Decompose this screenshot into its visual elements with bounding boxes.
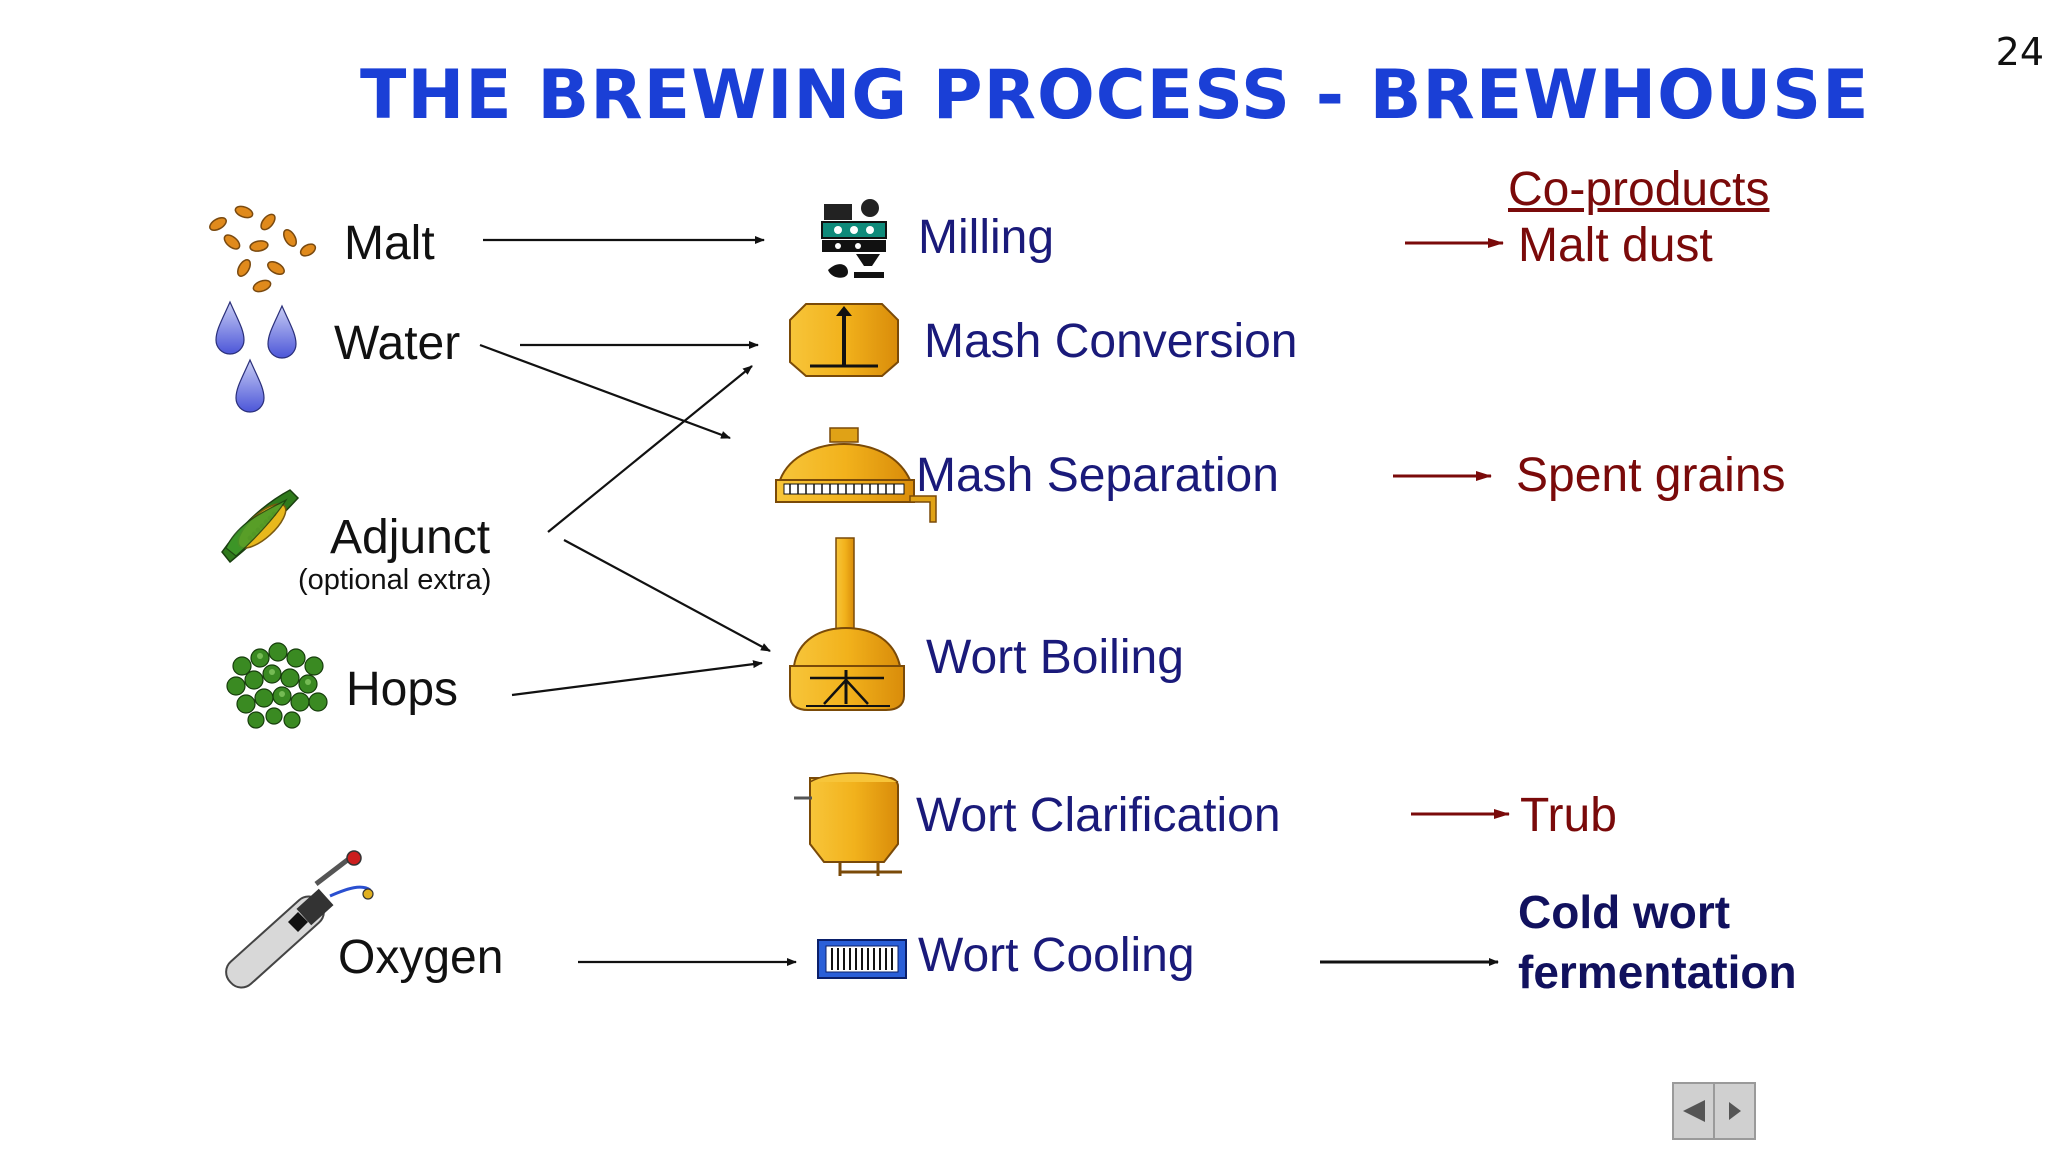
input-adjunct-note: (optional extra) xyxy=(298,564,492,596)
final-destination: Cold wort fermentation xyxy=(1518,882,1797,1002)
wort-kettle-icon xyxy=(789,537,905,711)
input-oxygen: Oxygen xyxy=(338,931,504,984)
input-hops: Hops xyxy=(346,663,459,716)
step-mash-separation: Mash Separation xyxy=(916,449,1279,502)
coproduct-trub: Trub xyxy=(1520,789,1617,842)
prev-arrow-icon xyxy=(1682,1100,1705,1122)
step-mash-conversion: Mash Conversion xyxy=(924,315,1298,368)
input-adjunct: Adjunct xyxy=(330,511,491,564)
prev-slide-button[interactable] xyxy=(1674,1084,1713,1138)
arrow-hops-boiling xyxy=(511,660,763,697)
lauter-tun-icon xyxy=(775,427,937,523)
oxygen-cylinder-icon xyxy=(225,850,374,989)
coproducts-header: Co-products xyxy=(1508,163,1770,216)
final-line-1: Cold wort xyxy=(1518,886,1731,938)
input-water: Water xyxy=(334,317,461,370)
coproduct-spent-grains: Spent grains xyxy=(1516,449,1786,502)
water-drops-icon xyxy=(215,300,297,413)
page-title: THE BREWING PROCESS - BREWHOUSE xyxy=(360,56,1870,135)
next-slide-button[interactable] xyxy=(1713,1084,1754,1138)
step-milling: Milling xyxy=(918,211,1055,264)
step-wort-cooling: Wort Cooling xyxy=(918,929,1195,982)
final-line-2: fermentation xyxy=(1518,946,1797,998)
malt-grains-icon xyxy=(209,205,317,293)
arrow-adjunct-boiling xyxy=(563,539,771,652)
wort-cooler-icon xyxy=(817,939,907,979)
arrow-water-separation xyxy=(479,343,731,440)
step-wort-boiling: Wort Boiling xyxy=(926,631,1184,684)
corn-icon xyxy=(221,489,300,564)
page-number: 24 xyxy=(1995,30,2044,74)
hops-icon xyxy=(226,642,328,729)
input-malt: Malt xyxy=(344,217,435,270)
mill-icon xyxy=(821,199,887,278)
whirlpool-vessel-icon xyxy=(794,772,902,876)
mash-tun-icon xyxy=(789,303,899,377)
slide-nav-buttons xyxy=(1672,1082,1756,1140)
step-wort-clarification: Wort Clarification xyxy=(916,789,1281,842)
next-arrow-icon xyxy=(1728,1102,1741,1120)
arrow-adjunct-mash xyxy=(547,365,753,533)
coproduct-malt-dust: Malt dust xyxy=(1518,219,1713,272)
